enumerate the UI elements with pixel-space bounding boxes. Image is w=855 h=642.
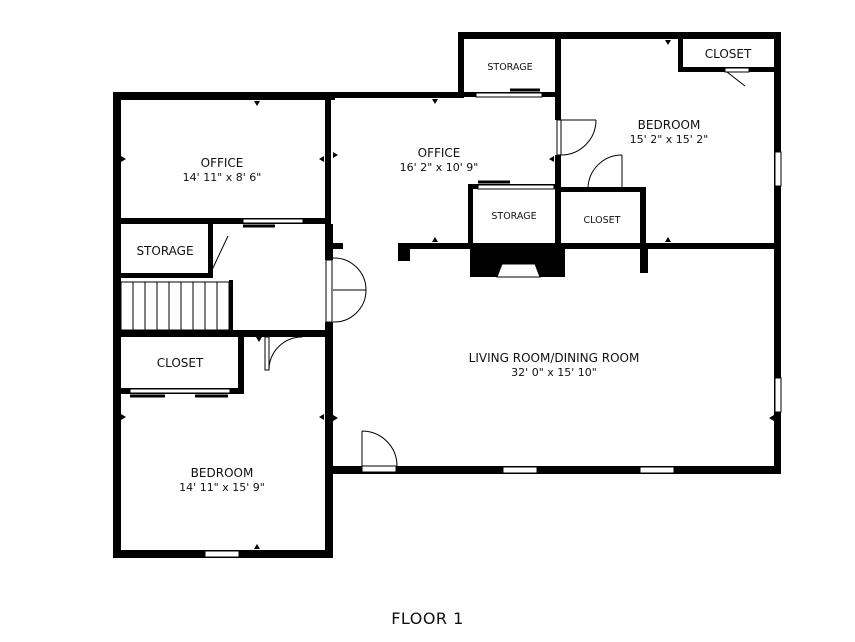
- wall-office-left-right: [325, 92, 331, 222]
- wall-living-left: [325, 330, 333, 474]
- tick: [121, 414, 126, 420]
- tick: [665, 40, 671, 45]
- room-name-office-center: OFFICE: [418, 146, 461, 160]
- wall-storage-top-left: [458, 32, 464, 98]
- wall-hall-right-mid: [325, 322, 333, 332]
- door-storage-left: [211, 235, 229, 271]
- window-hall-left: [325, 259, 333, 323]
- window-living-bottom-2: [639, 466, 675, 474]
- wall-left-wing-left: [113, 92, 121, 558]
- sliding-door-office-left: [242, 218, 304, 224]
- room-name-storage-center: STORAGE: [491, 211, 536, 222]
- room-dims-bedroom-right: 15' 2" x 15' 2": [630, 133, 709, 146]
- window-bedroom-right: [774, 151, 782, 187]
- wall-office-left-bottom: [113, 218, 331, 224]
- room-name-closet-top-right: CLOSET: [705, 47, 752, 61]
- swing-doors: [211, 67, 750, 473]
- room-name-storage-left: STORAGE: [136, 244, 193, 258]
- wall-bedroom-right-left: [555, 155, 561, 245]
- wall-closet-left-right: [238, 337, 244, 392]
- door-leaf: [726, 71, 746, 87]
- room-name-closet-center: CLOSET: [584, 215, 621, 226]
- wall-living-bottom: [331, 466, 781, 474]
- wall-living-top-left-stub: [331, 243, 343, 249]
- room-name-bedroom-left: BEDROOM: [191, 466, 254, 480]
- wall-center-top: [331, 92, 461, 98]
- door-bedroom-left: [264, 336, 270, 371]
- wall-hall-right-upper: [325, 224, 333, 260]
- wall-storage-top-right: [555, 32, 561, 120]
- room-dims-bedroom-left: 14' 11" x 15' 9": [179, 481, 265, 494]
- stairs: [120, 281, 230, 331]
- room-name-closet-left: CLOSET: [157, 356, 204, 370]
- wall-living-top: [398, 243, 781, 249]
- tick: [121, 156, 126, 162]
- tick: [769, 415, 774, 421]
- tick: [432, 237, 438, 242]
- fireplace-hearth: [496, 263, 541, 278]
- room-dims-office-center: 16' 2" x 10' 9": [400, 161, 479, 174]
- door-swing: [361, 430, 398, 467]
- door-bedroom-right-top: [556, 119, 562, 156]
- floor-plan: OFFICE 14' 11" x 8' 6" OFFICE 16' 2" x 1…: [113, 32, 782, 558]
- room-name-storage-top: STORAGE: [487, 62, 532, 73]
- wall-top: [458, 32, 780, 39]
- tick: [319, 156, 324, 162]
- door-swing: [587, 154, 623, 190]
- room-name-office-left: OFFICE: [201, 156, 244, 170]
- wall-stair-right: [229, 280, 233, 330]
- room-dims-office-left: 14' 11" x 8' 6": [183, 171, 262, 184]
- door-swing: [332, 257, 367, 291]
- door-swing: [560, 119, 597, 156]
- window-left-bedroom-bottom: [204, 550, 240, 558]
- room-name-living-dining: LIVING ROOM/DINING ROOM: [469, 351, 640, 365]
- wall-right: [774, 32, 781, 474]
- wall-ticks: [121, 40, 774, 549]
- tick: [333, 415, 338, 421]
- wall-left-wing-top: [113, 92, 335, 100]
- window-living-right: [774, 377, 782, 413]
- tick: [254, 101, 260, 106]
- tick: [319, 414, 324, 420]
- sliding-door-storage-center: [477, 184, 555, 190]
- wall-stair-bottom: [113, 330, 333, 337]
- wall-storage-left-right: [208, 224, 213, 278]
- tick: [665, 237, 671, 242]
- wall-living-post-right: [640, 243, 648, 273]
- wall-closet-center-right: [640, 187, 646, 248]
- sliding-door-storage-top: [475, 92, 543, 98]
- wall-closet-tr-left: [678, 32, 683, 72]
- tick: [549, 156, 554, 162]
- wall-storage-left-bottom: [113, 273, 213, 278]
- tick: [254, 544, 260, 549]
- wall-living-post-left: [398, 243, 410, 261]
- door-living-entry: [361, 465, 397, 473]
- room-dims-living-dining: 32' 0" x 15' 10": [511, 366, 597, 379]
- stair-outline: [120, 281, 230, 331]
- door-swing: [332, 289, 367, 323]
- sliding-door-closet-left: [129, 388, 231, 394]
- room-name-bedroom-right: BEDROOM: [638, 118, 701, 132]
- tick: [256, 337, 262, 342]
- door-swing: [268, 336, 303, 371]
- tick: [333, 152, 338, 158]
- windows: [204, 151, 782, 558]
- door-closet-tr: [724, 67, 750, 73]
- sliding-doors: [129, 88, 555, 398]
- window-living-bottom-1: [502, 466, 538, 474]
- floor-label: FLOOR 1: [391, 609, 464, 628]
- tick: [432, 99, 438, 104]
- wall-closet-center-top: [555, 187, 645, 192]
- wall-storage-center-left: [468, 184, 473, 248]
